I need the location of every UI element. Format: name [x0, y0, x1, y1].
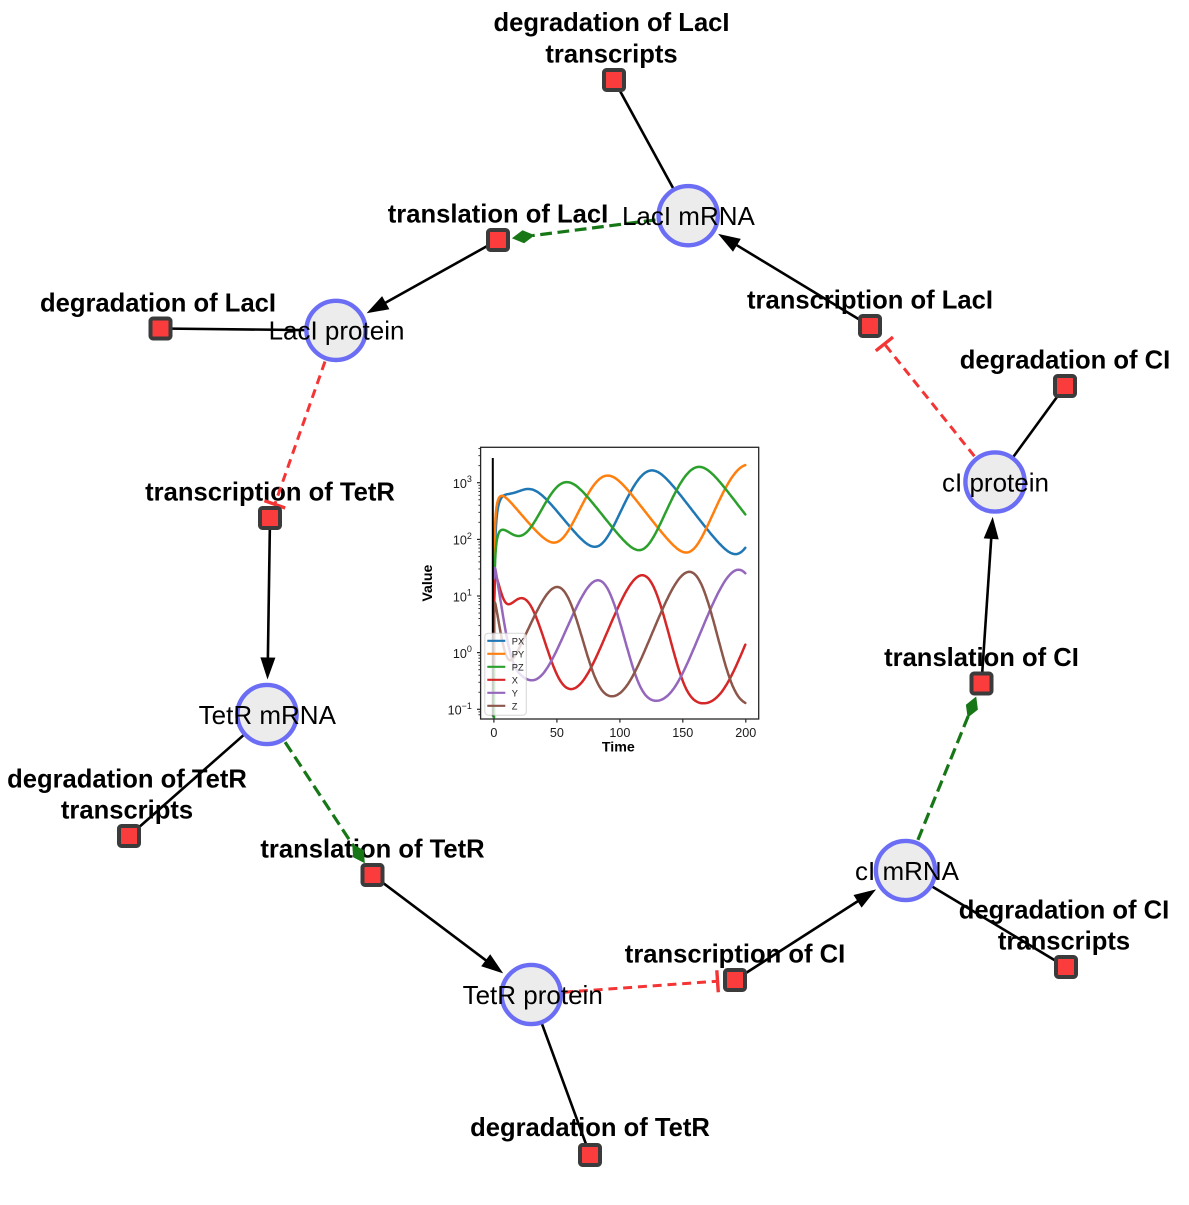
- svg-text:degradation of LacI: degradation of LacI: [40, 290, 276, 318]
- svg-text:TetR mRNA: TetR mRNA: [199, 700, 337, 730]
- svg-text:PX: PX: [512, 636, 524, 646]
- svg-text:degradation of CI: degradation of CI: [959, 897, 1169, 925]
- svg-text:degradation of CI: degradation of CI: [960, 347, 1170, 375]
- svg-text:Y: Y: [512, 688, 518, 698]
- svg-text:TetR protein: TetR protein: [463, 980, 603, 1010]
- svg-text:150: 150: [672, 726, 693, 740]
- svg-text:translation of LacI: translation of LacI: [388, 201, 608, 229]
- svg-text:200: 200: [735, 726, 756, 740]
- svg-text:translation of TetR: translation of TetR: [260, 836, 484, 864]
- svg-text:degradation of LacI: degradation of LacI: [493, 9, 729, 37]
- svg-text:transcription of CI: transcription of CI: [625, 941, 845, 969]
- svg-text:LacI mRNA: LacI mRNA: [622, 201, 756, 231]
- svg-text:cI protein: cI protein: [942, 467, 1049, 497]
- svg-text:transcripts: transcripts: [61, 797, 193, 825]
- svg-text:PY: PY: [512, 649, 524, 659]
- svg-text:100: 100: [609, 726, 630, 740]
- svg-text:X: X: [512, 675, 518, 685]
- svg-text:Value: Value: [420, 564, 436, 601]
- svg-text:Z: Z: [512, 701, 518, 711]
- svg-text:transcription of LacI: transcription of LacI: [747, 287, 993, 315]
- svg-text:cI mRNA: cI mRNA: [855, 856, 960, 886]
- svg-text:LacI protein: LacI protein: [269, 316, 405, 346]
- svg-text:50: 50: [550, 726, 564, 740]
- svg-text:degradation of TetR: degradation of TetR: [7, 766, 247, 794]
- svg-text:PZ: PZ: [512, 662, 524, 672]
- svg-text:degradation of TetR: degradation of TetR: [470, 1114, 710, 1142]
- svg-text:transcripts: transcripts: [545, 41, 677, 69]
- svg-text:0: 0: [490, 726, 497, 740]
- svg-text:transcripts: transcripts: [998, 928, 1130, 956]
- svg-text:Time: Time: [602, 740, 635, 756]
